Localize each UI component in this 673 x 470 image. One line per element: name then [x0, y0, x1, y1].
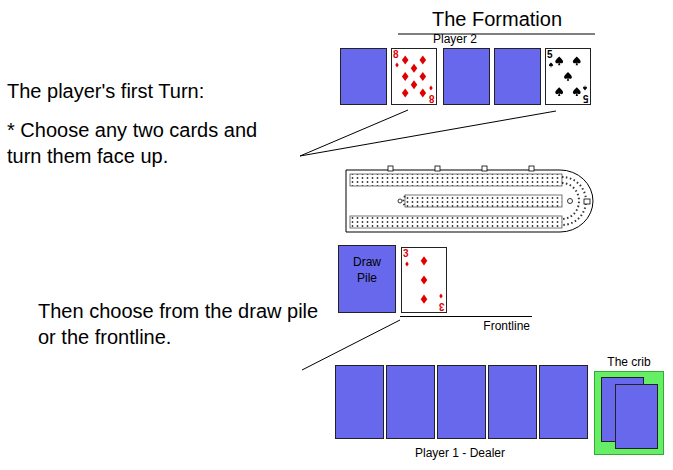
- card-pips: [402, 248, 446, 312]
- suit-pip: [421, 256, 428, 265]
- card-index: 5: [583, 93, 589, 103]
- face-up-card: 88: [391, 48, 437, 105]
- face-up-card: 55: [545, 48, 591, 105]
- card-index: 8: [429, 93, 435, 103]
- instruction-note: The player's first Turn:: [7, 80, 204, 103]
- suit-pip: [421, 295, 428, 304]
- suit-pip: [429, 86, 432, 91]
- instruction-note: * Choose any two cards and turn them fac…: [7, 118, 279, 169]
- suit-pip: [402, 72, 409, 81]
- suit-pip: [573, 57, 581, 66]
- face-down-card: [616, 385, 658, 449]
- suit-pip: [583, 86, 587, 91]
- draw-pile: Draw Pile: [338, 245, 396, 313]
- suit-pip: [555, 57, 563, 66]
- card-pips: [392, 49, 436, 104]
- face-up-card: 33: [401, 247, 447, 313]
- title-rule: [398, 34, 595, 35]
- suit-pip: [411, 64, 418, 73]
- suit-pip: [419, 72, 426, 81]
- title: The Formation: [432, 8, 562, 31]
- card-pips: [546, 49, 590, 104]
- area-label: Player 2: [433, 33, 477, 47]
- instruction-note: Then choose from the draw pile or the fr…: [38, 299, 328, 350]
- suit-pip: [549, 63, 553, 68]
- suit-pip: [419, 88, 426, 97]
- suit-pip: [395, 63, 398, 68]
- crib-cards: [595, 372, 663, 454]
- crib-box: The crib: [594, 371, 664, 455]
- face-down-cards: [341, 49, 541, 105]
- suit-pip: [573, 87, 581, 96]
- area-label: Player 1 - Dealer: [415, 447, 505, 461]
- suit-pip: [411, 80, 418, 89]
- pile-label: Draw Pile: [350, 255, 384, 286]
- suit-pip: [402, 88, 409, 97]
- leader-line: [300, 110, 556, 370]
- suit-pip: [439, 294, 442, 299]
- crib-heading: The crib: [607, 356, 650, 370]
- area-label: Frontline: [483, 320, 530, 334]
- card-index: 8: [393, 50, 399, 60]
- face-down-cards: [336, 366, 588, 439]
- suit-pip: [405, 262, 408, 267]
- card-index: 3: [403, 249, 409, 259]
- card-index: 3: [439, 301, 445, 311]
- suit-pip: [421, 275, 428, 284]
- suit-pip: [555, 87, 563, 96]
- suit-pip: [402, 55, 409, 64]
- cribbage-board: [346, 166, 593, 232]
- suit-pip: [419, 55, 426, 64]
- card-index: 5: [547, 50, 553, 60]
- suit-pip: [564, 72, 572, 81]
- frontline-rule: [400, 316, 532, 317]
